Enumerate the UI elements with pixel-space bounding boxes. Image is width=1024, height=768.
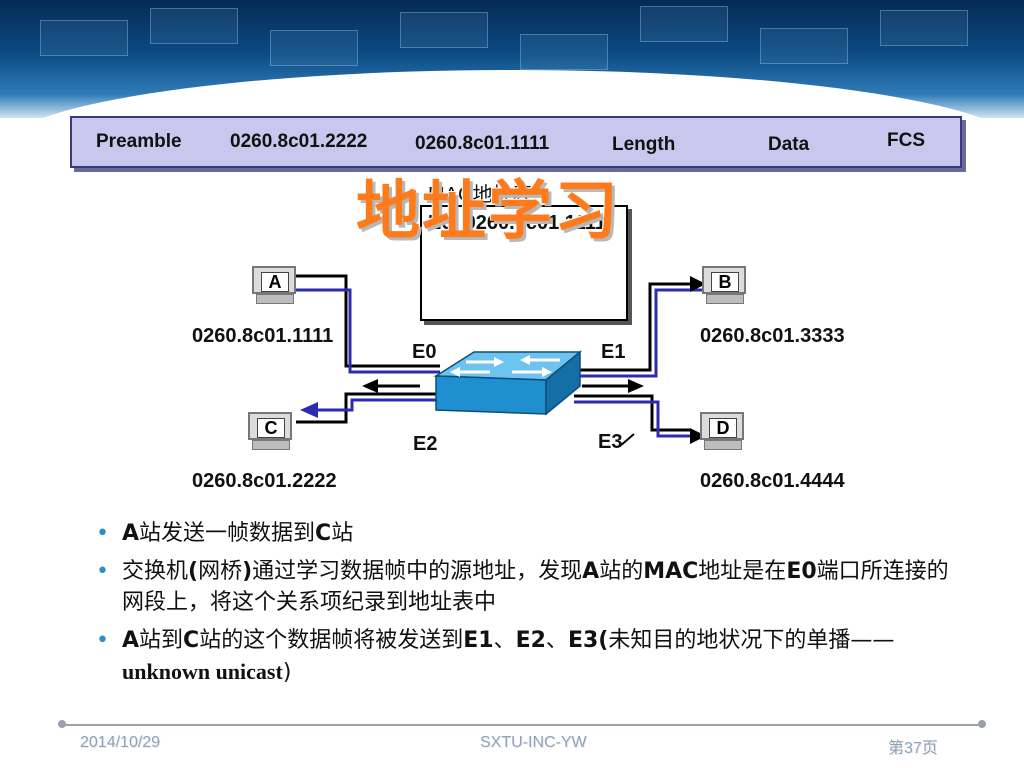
arrow-to-b bbox=[690, 276, 706, 292]
frame-src-mac: 0260.8c01.1111 bbox=[415, 133, 550, 154]
bullet-list: A站发送一帧数据到C站 交换机(网桥)通过学习数据帧中的源地址，发现A站的MAC… bbox=[96, 518, 966, 695]
footer-dot-right bbox=[978, 720, 986, 728]
arrow-to-d bbox=[690, 428, 706, 444]
computer-d-icon: D bbox=[700, 412, 744, 450]
frame-data: Data bbox=[768, 134, 810, 155]
link-d bbox=[574, 400, 690, 438]
computer-b-icon: B bbox=[702, 266, 746, 304]
banner-tile bbox=[880, 10, 968, 46]
footer-center: SXTU-INC-YW bbox=[480, 734, 587, 751]
footer-date: 2014/10/29 bbox=[80, 734, 161, 751]
slide-title: 地址学习 bbox=[356, 175, 620, 249]
frame-length: Length bbox=[612, 134, 676, 155]
station-a-label: A bbox=[261, 272, 289, 292]
frame-preamble: Preamble bbox=[96, 131, 182, 152]
mac-a: 0260.8c01.1111 bbox=[192, 325, 334, 347]
mac-b: 0260.8c01.3333 bbox=[700, 325, 845, 347]
station-d-label: D bbox=[709, 418, 737, 438]
banner-tile bbox=[150, 8, 238, 44]
footer-divider bbox=[60, 724, 982, 726]
bullet-item: 交换机(网桥)通过学习数据帧中的源地址，发现A站的MAC地址是在E0端口所连接的… bbox=[96, 556, 966, 618]
header-banner bbox=[0, 0, 1024, 118]
link-b bbox=[574, 288, 704, 378]
station-b-label: B bbox=[711, 272, 739, 292]
mac-address-table bbox=[420, 205, 628, 321]
link-d-shadow bbox=[574, 394, 690, 432]
port-e1: E1 bbox=[601, 341, 626, 363]
banner-tile bbox=[400, 12, 488, 48]
bullet-item: A站发送一帧数据到C站 bbox=[96, 518, 966, 549]
link-c bbox=[318, 398, 440, 412]
link-c-shadow bbox=[296, 392, 440, 424]
switch-icon bbox=[433, 350, 583, 416]
arrow-to-c bbox=[300, 402, 318, 418]
mac-table-entry: E0: 0260.8c01.1111 bbox=[428, 212, 606, 234]
mac-table-title: MAC地址表 bbox=[428, 184, 533, 206]
port-e2: E2 bbox=[413, 433, 438, 455]
banner-tile bbox=[40, 20, 128, 56]
ethernet-frame-bar bbox=[70, 116, 962, 168]
footer-page: 第37页 bbox=[888, 740, 938, 757]
station-c-label: C bbox=[257, 418, 285, 438]
frame-fcs: FCS bbox=[887, 130, 925, 151]
link-a-shadow bbox=[292, 274, 440, 368]
computer-c-icon: C bbox=[248, 412, 292, 450]
banner-tile bbox=[270, 30, 358, 66]
link-a bbox=[292, 288, 440, 374]
e3-pointer bbox=[619, 433, 635, 447]
frame-dest-mac: 0260.8c01.2222 bbox=[230, 131, 368, 152]
mac-d: 0260.8c01.4444 bbox=[700, 470, 845, 492]
port-e0: E0 bbox=[412, 341, 437, 363]
mac-c: 0260.8c01.2222 bbox=[192, 470, 337, 492]
port-e3: E3 bbox=[598, 431, 623, 453]
bullet-item: A站到C站的这个数据帧将被发送到E1、E2、E3(未知目的地状况下的单播——un… bbox=[96, 625, 966, 688]
banner-tile bbox=[520, 34, 608, 70]
flood-arrow-right-head bbox=[628, 379, 644, 393]
link-b-shadow bbox=[574, 282, 704, 372]
banner-tile bbox=[760, 28, 848, 64]
computer-a-icon: A bbox=[252, 266, 296, 304]
banner-tile bbox=[640, 6, 728, 42]
flood-arrow-left-head bbox=[362, 379, 378, 393]
